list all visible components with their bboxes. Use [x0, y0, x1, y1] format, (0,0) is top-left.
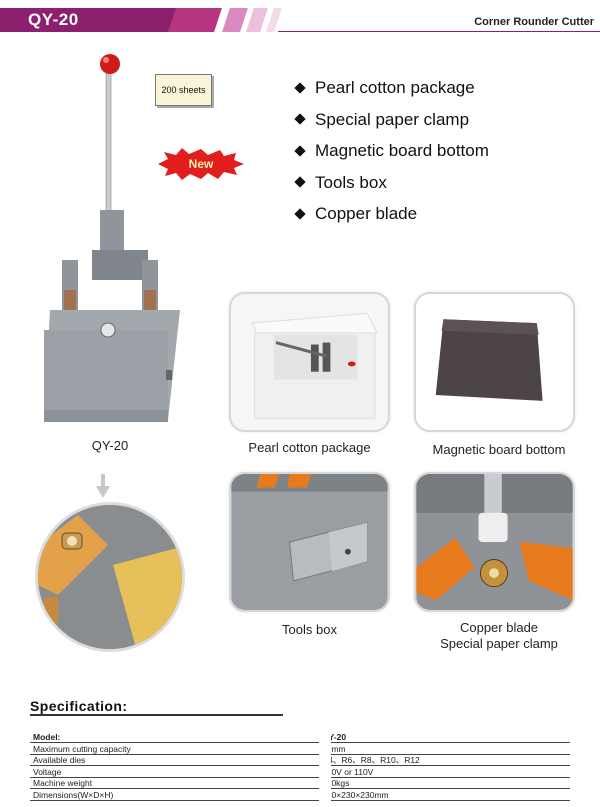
feature-item: Magnetic board bottom: [294, 135, 489, 167]
title-bar: [0, 8, 178, 32]
spec-title-underline: [30, 714, 283, 716]
table-row: Available dies R4、R6、R8、R10、R12: [30, 754, 570, 766]
page-subtitle: Corner Rounder Cutter: [474, 16, 594, 28]
diamond-bullet-icon: [294, 208, 306, 220]
header: QY-20 Corner Rounder Cutter: [0, 0, 600, 40]
feature-item: Special paper clamp: [294, 104, 489, 136]
photo-caption: Copper blade Special paper clamp: [440, 620, 558, 651]
table-row: Machine weight 8. 0kgs: [30, 777, 570, 789]
header-stripe: [168, 8, 222, 32]
photo-caption: Pearl cotton package: [248, 440, 371, 455]
photo-caption: Magnetic board bottom: [432, 442, 566, 457]
diamond-bullet-icon: [294, 145, 306, 157]
machine-image: [44, 54, 180, 422]
spec-title: Specification:: [30, 698, 128, 714]
sheets-badge: 200 sheets: [155, 74, 212, 106]
feature-item: Tools box: [294, 167, 489, 199]
table-row: Model: QY-20: [30, 731, 570, 743]
table-column-gap: [319, 731, 331, 803]
table-row: Voltage 220V or 110V: [30, 765, 570, 778]
starburst-icon: [158, 148, 244, 180]
photo-tools-box: [229, 472, 390, 612]
spec-table: Model: QY-20 Maximum cutting capacity 20…: [30, 731, 570, 801]
header-stripe: [246, 8, 268, 32]
photo-pearl-cotton-package: [229, 292, 390, 432]
feature-item: Copper blade: [294, 198, 489, 230]
photo-caption: Tools box: [282, 622, 337, 637]
machine-caption: QY-20: [91, 438, 129, 453]
table-row: Dimensions(W×D×H) 320×230×230mm: [30, 788, 570, 801]
diamond-bullet-icon: [294, 113, 306, 125]
diamond-bullet-icon: [294, 82, 306, 94]
arrow-down-icon: [96, 474, 110, 498]
diamond-bullet-icon: [294, 176, 306, 188]
header-stripe: [222, 8, 248, 32]
page-title: QY-20: [28, 10, 79, 29]
table-row: Maximum cutting capacity 20mm: [30, 742, 570, 755]
new-badge: New: [158, 148, 244, 180]
feature-item: Pearl cotton package: [294, 72, 489, 104]
feature-list: Pearl cotton package Special paper clamp…: [294, 72, 489, 230]
header-stripe: [266, 8, 282, 32]
detail-zoom-image: [35, 502, 185, 652]
photo-magnetic-board-bottom: [414, 292, 575, 432]
photo-copper-blade: [414, 472, 575, 612]
header-divider: [278, 31, 600, 32]
